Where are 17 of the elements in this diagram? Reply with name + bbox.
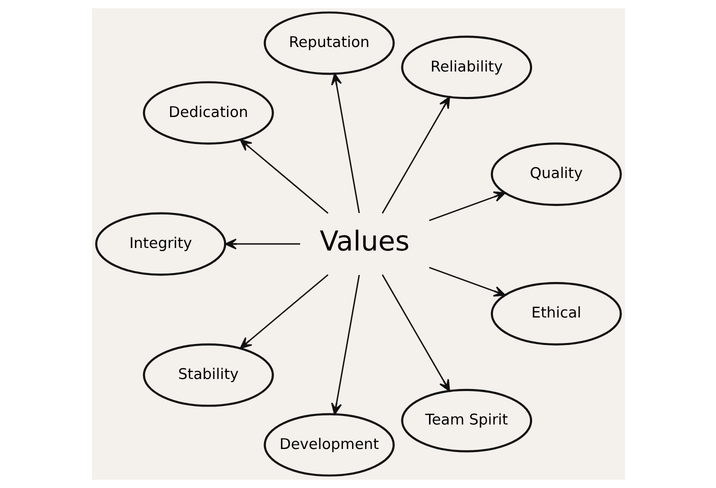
node-ellipse: Reliability bbox=[400, 36, 532, 100]
node-ellipse: Stability bbox=[142, 343, 274, 407]
node-ellipse: Team Spirit bbox=[400, 388, 532, 452]
arrow bbox=[239, 274, 328, 349]
node-ellipse: Development bbox=[263, 413, 394, 477]
node-ellipse: Reputation bbox=[263, 11, 394, 75]
arrow bbox=[239, 139, 328, 214]
node-ellipse: Integrity bbox=[94, 212, 226, 276]
node-text: Values bbox=[319, 226, 410, 258]
arrow bbox=[428, 266, 506, 297]
node-ellipse: Dedication bbox=[142, 81, 274, 145]
arrow bbox=[330, 274, 360, 415]
arrow bbox=[428, 191, 506, 222]
arrow bbox=[224, 238, 300, 250]
arrow bbox=[381, 96, 450, 214]
arrow bbox=[381, 274, 450, 392]
arrow bbox=[330, 73, 360, 214]
